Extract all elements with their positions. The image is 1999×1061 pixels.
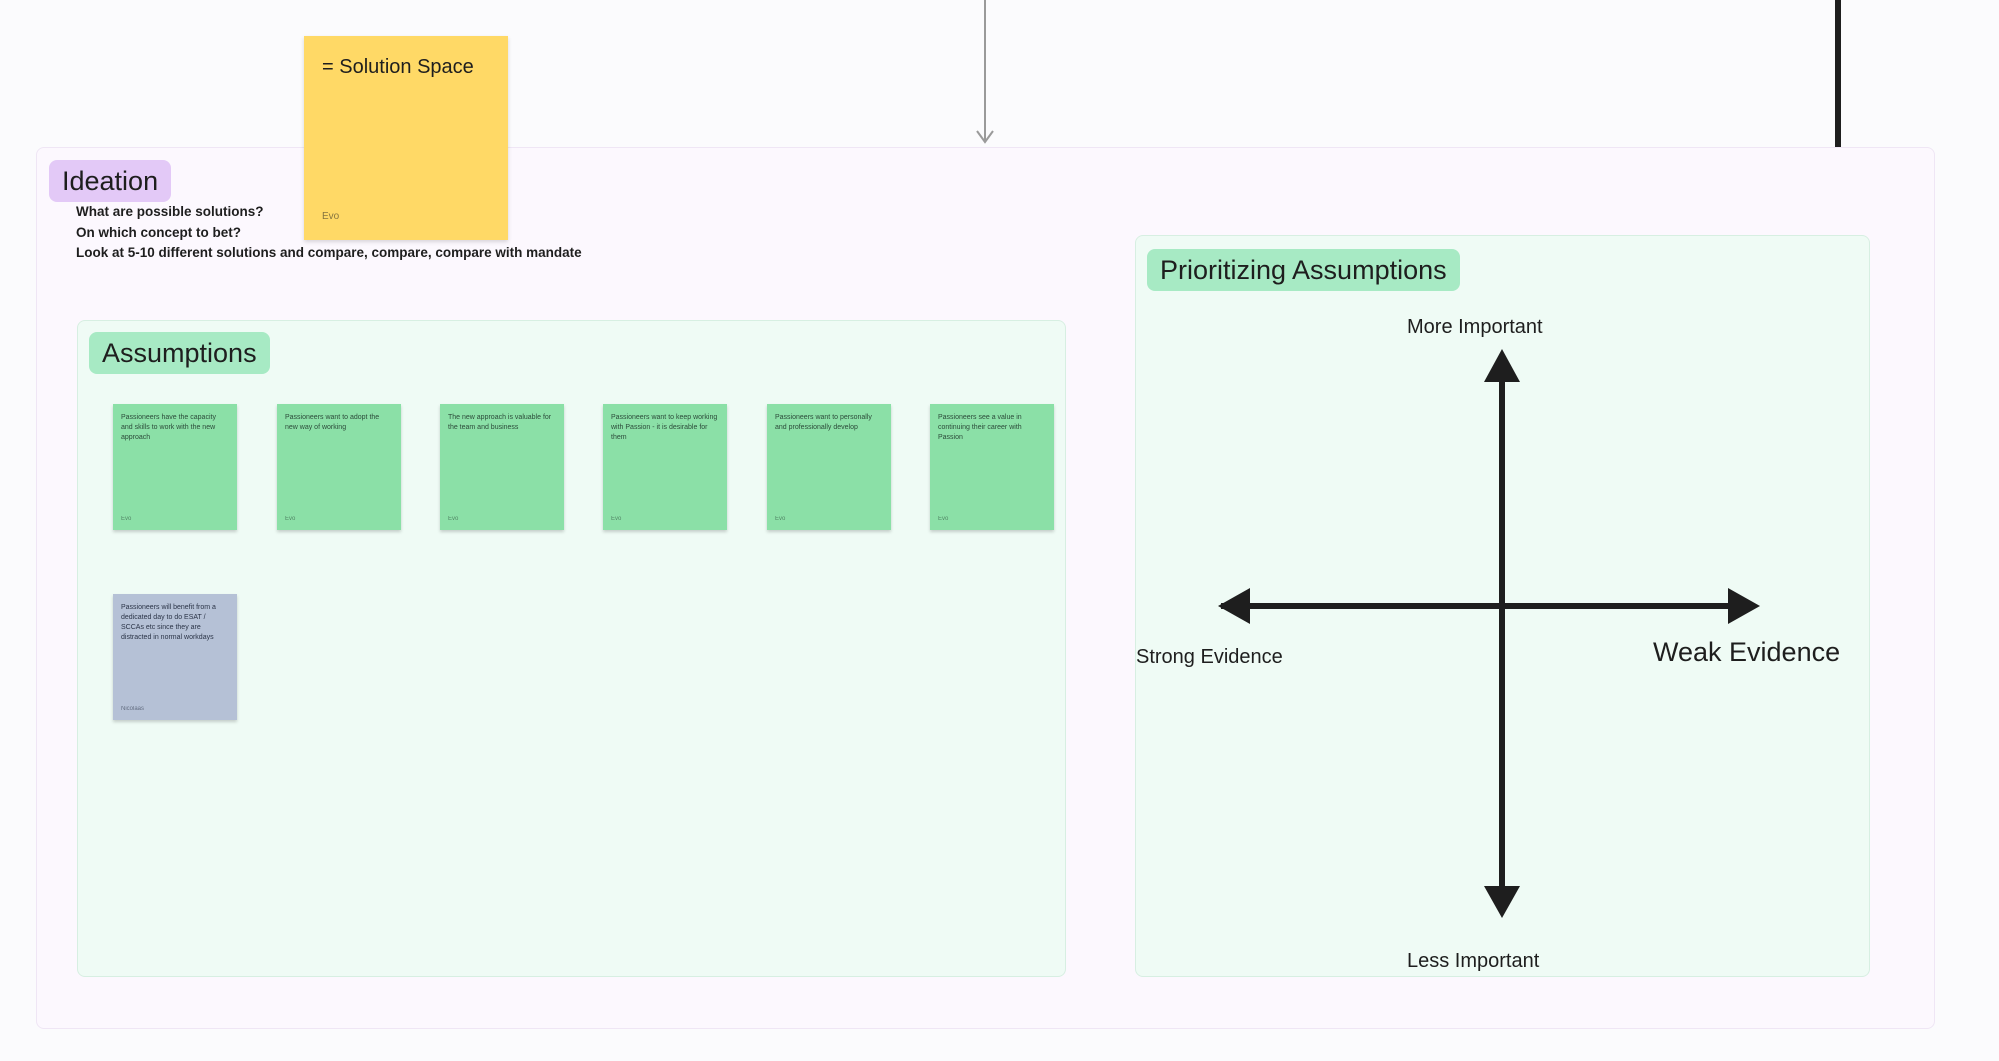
ideation-notes[interactable]: What are possible solutions? On which co… (76, 202, 582, 264)
sticky-text: Passioneers want to keep working with Pa… (611, 414, 718, 441)
less-important-label[interactable]: Less Important (1407, 950, 1540, 972)
assumption-sticky[interactable]: Passioneers see a value in continuing th… (930, 404, 1054, 530)
sticky-author: Nicolaas (121, 706, 145, 712)
sticky-author: Evo (322, 211, 340, 222)
prioritizing-assumptions-section[interactable]: Prioritizing Assumptions More Important … (1135, 235, 1870, 977)
arrow-down-icon (1484, 886, 1520, 918)
sticky-text: Passioneers will benefit from a dedicate… (121, 604, 216, 641)
sticky-author: Evo (121, 516, 132, 522)
sticky-text: The new approach is valuable for the tea… (448, 414, 552, 431)
assumption-sticky[interactable]: Passioneers want to personally and profe… (767, 404, 891, 530)
ideation-note-line: What are possible solutions? (76, 204, 264, 219)
sticky-author: Evo (611, 516, 622, 522)
solution-space-sticky[interactable]: = Solution Space Evo (304, 36, 508, 240)
arrow-up-icon (1484, 349, 1520, 382)
arrow-left-icon (1218, 588, 1250, 624)
assumptions-title[interactable]: Assumptions (89, 332, 270, 375)
ideation-title[interactable]: Ideation (49, 160, 172, 203)
assumption-sticky[interactable]: Passioneers will benefit from a dedicate… (113, 594, 237, 720)
sticky-text: Passioneers want to adopt the new way of… (285, 414, 380, 431)
more-important-label[interactable]: More Important (1407, 316, 1543, 338)
sticky-author: Evo (775, 516, 786, 522)
sticky-author: Evo (285, 516, 296, 522)
sticky-text: = Solution Space (322, 56, 474, 78)
strong-evidence-label[interactable]: Strong Evidence (1136, 646, 1283, 668)
assumption-sticky[interactable]: Passioneers have the capacity and skills… (113, 404, 237, 530)
sticky-text: Passioneers have the capacity and skills… (121, 414, 216, 441)
weak-evidence-label[interactable]: Weak Evidence (1653, 637, 1841, 667)
ideation-note-line: On which concept to bet? (76, 224, 241, 240)
sticky-text: Passioneers see a value in continuing th… (938, 414, 1022, 441)
sticky-text: Passioneers want to personally and profe… (775, 414, 872, 431)
prioritizing-assumptions-title[interactable]: Prioritizing Assumptions (1147, 249, 1460, 292)
assumption-sticky[interactable]: Passioneers want to keep working with Pa… (603, 404, 727, 530)
arrow-right-icon (1728, 588, 1760, 624)
ideation-note-line: Look at 5-10 different solutions and com… (76, 245, 582, 260)
assumption-sticky[interactable]: Passioneers want to adopt the new way of… (277, 404, 401, 530)
assumptions-section[interactable]: Assumptions Passioneers have the capacit… (77, 320, 1066, 977)
sticky-author: Evo (448, 516, 459, 522)
assumption-sticky[interactable]: The new approach is valuable for the tea… (440, 404, 564, 530)
sticky-author: Evo (938, 516, 949, 522)
down-arrow-head (976, 130, 994, 144)
priority-axes (1218, 349, 1760, 918)
